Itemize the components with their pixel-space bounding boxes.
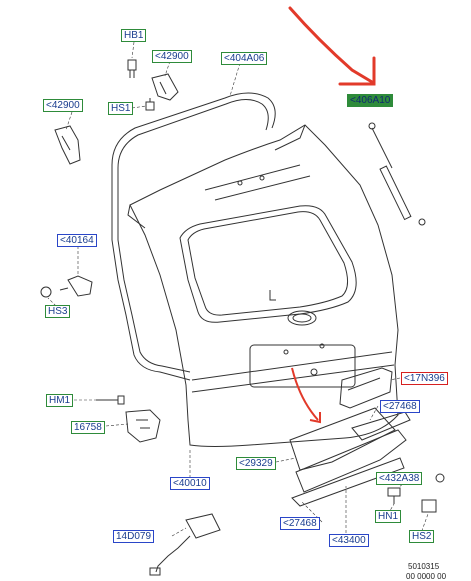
trim-strip-27468-upper [351, 411, 411, 441]
lower-crease [191, 351, 395, 393]
latch-16758 [125, 409, 161, 443]
label-17n396: <17N396 [401, 372, 448, 385]
switch-harness [155, 535, 191, 573]
label-16758: 16758 [71, 421, 105, 434]
badge-emblem-inner [292, 313, 312, 323]
label-hs1: HS1 [108, 102, 134, 115]
switch-14d079 [185, 513, 221, 539]
license-plate-recess [249, 344, 356, 388]
label-40164: <40164 [57, 234, 97, 247]
stud [310, 368, 318, 376]
red-annotation-arrow-top [288, 6, 376, 86]
bolt-hs3 [40, 286, 52, 298]
label-29329: <29329 [236, 457, 276, 470]
label-40010: <40010 [170, 477, 210, 490]
red-annotation-arrow-mid [291, 367, 321, 424]
badge-emblem [287, 310, 317, 326]
gas-strut-end [368, 122, 376, 130]
label-14d079: 14D079 [113, 530, 155, 543]
screw-hs2 [421, 499, 437, 513]
stud [283, 349, 289, 355]
liftgate-panel [129, 124, 399, 447]
figure-code: 00 0000 00 [406, 572, 447, 581]
label-hs2: HS2 [409, 530, 435, 543]
label-406a10: <406A10 [347, 94, 394, 107]
label-hm1: HM1 [46, 394, 74, 407]
window-opening [179, 205, 357, 323]
lamp-housing [295, 429, 407, 493]
gas-strut-body [379, 165, 412, 221]
wiper-mount [269, 290, 276, 301]
bolt-hs1 [145, 98, 155, 111]
stud [259, 175, 265, 181]
window-opening-inner [187, 211, 348, 316]
bolt-hb1 [127, 59, 137, 78]
label-42900-top: <42900 [152, 50, 192, 63]
label-27468-right: <27468 [380, 400, 420, 413]
label-hb1: HB1 [121, 29, 147, 42]
fastener-432a38 [435, 473, 445, 483]
strip-43400 [291, 457, 405, 507]
figure-number: 5010315 [408, 562, 440, 571]
spoiler-lip [204, 164, 311, 201]
label-27468-bottom: <27468 [280, 517, 320, 530]
label-432a38: <432A38 [376, 472, 423, 485]
hinge-left [54, 125, 81, 165]
stud [237, 180, 243, 186]
gas-strut-end [418, 218, 426, 226]
label-hn1: HN1 [375, 510, 402, 523]
liftgate-top-edge [127, 124, 306, 229]
weatherstrip-seal-inner [117, 99, 269, 373]
gasket-29329 [289, 407, 396, 471]
label-42900-left: <42900 [43, 99, 83, 112]
trim-plate-17n396 [339, 367, 393, 409]
screw-hm1 [96, 395, 125, 405]
gas-strut-rod [371, 127, 393, 169]
label-hs3: HS3 [45, 305, 71, 318]
stud [319, 343, 325, 349]
screw-hn1 [387, 487, 401, 504]
weatherstrip-seal [111, 92, 276, 381]
label-43400: <43400 [329, 534, 369, 547]
label-404a06: <404A06 [221, 52, 268, 65]
clip-40164 [67, 275, 93, 297]
hinge-top [151, 73, 179, 101]
